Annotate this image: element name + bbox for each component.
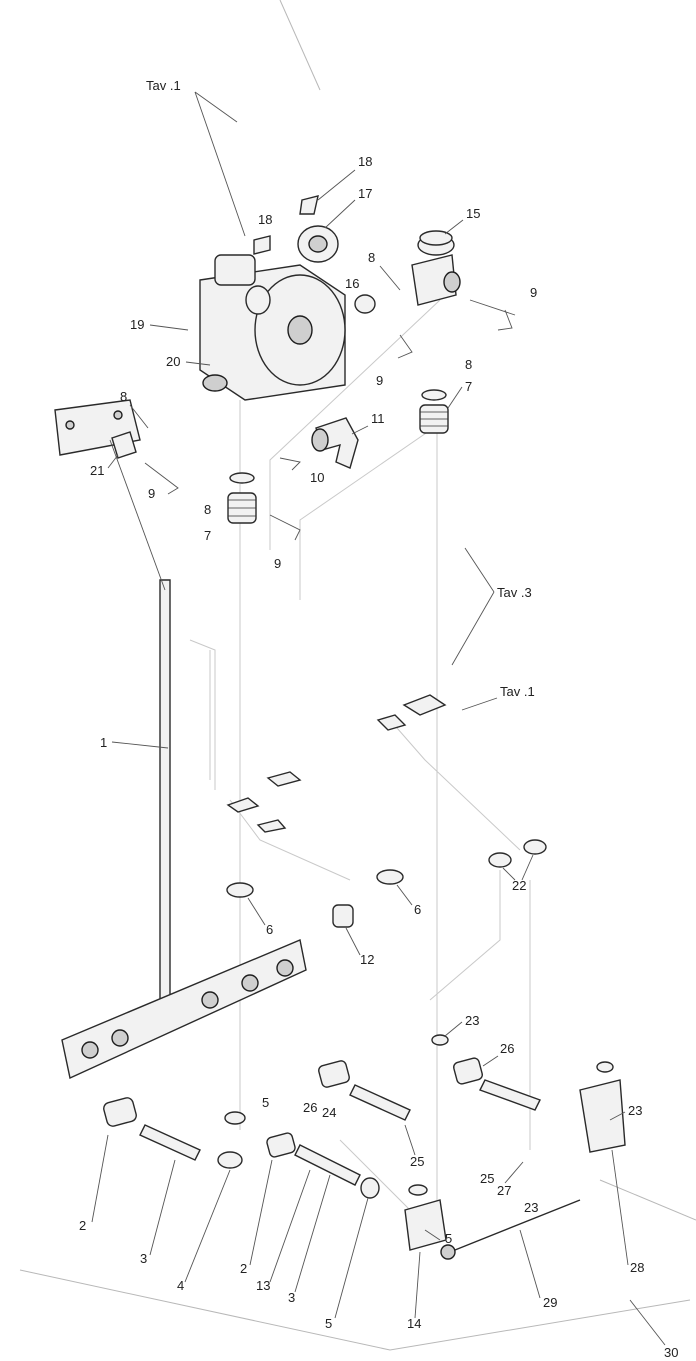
callout-5-lower: 5	[325, 1316, 332, 1331]
callout-10: 10	[310, 470, 324, 485]
callout-3-mid: 3	[288, 1290, 295, 1305]
ref-tav3: Tav .3	[497, 585, 532, 600]
callout-28: 28	[630, 1260, 644, 1275]
part-21-cap	[111, 431, 137, 459]
callout-5-mid: 5	[262, 1095, 269, 1110]
table-references: Tav .1 Tav .3 Tav .1	[146, 78, 535, 711]
callout-29: 29	[543, 1295, 557, 1310]
callout-30: 30	[664, 1345, 678, 1360]
part-callouts: 18 17 18 15 8 16 9 19 20 9 8 7 8 11 21 1…	[79, 154, 678, 1360]
callout-25-mid: 25	[410, 1154, 424, 1169]
callout-26-right: 26	[500, 1041, 514, 1056]
clamp-rings	[226, 839, 547, 898]
callout-16: 16	[345, 276, 359, 291]
part-30-connector-plate	[61, 939, 307, 1080]
callout-5-upper: 5	[445, 1231, 452, 1246]
part-16-ring	[354, 294, 376, 314]
callout-18-mid: 18	[258, 212, 272, 227]
callout-25-right: 25	[480, 1171, 494, 1186]
callout-21: 21	[90, 463, 104, 478]
callout-22: 22	[512, 878, 526, 893]
callout-8-top-right: 8	[368, 250, 375, 265]
callout-4: 4	[177, 1278, 184, 1293]
callout-1: 1	[100, 735, 107, 750]
callout-8-left: 8	[120, 389, 127, 404]
part-9-clips	[144, 309, 513, 541]
part-12-fitting	[332, 904, 354, 928]
callout-12: 12	[360, 952, 374, 967]
callout-6-right: 6	[414, 902, 421, 917]
callout-24: 24	[322, 1105, 336, 1120]
callout-2-mid: 2	[240, 1261, 247, 1276]
part-11-elbow	[311, 417, 359, 469]
callout-26-left: 26	[303, 1100, 317, 1115]
frame-lines	[19, 0, 696, 1351]
part-7-coupling-left	[227, 472, 257, 524]
callout-23-lower: 23	[524, 1200, 538, 1215]
callout-8-right: 8	[465, 357, 472, 372]
callout-3-left: 3	[140, 1251, 147, 1266]
callout-9-left: 9	[148, 486, 155, 501]
callout-18-top: 18	[358, 154, 372, 169]
callout-9-lower: 9	[274, 556, 281, 571]
seal-gaskets	[226, 694, 447, 833]
callout-13: 13	[256, 1278, 270, 1293]
part-7-coupling-right	[419, 389, 449, 434]
callout-9-right: 9	[530, 285, 537, 300]
callout-27: 27	[497, 1183, 511, 1198]
callout-7-lower: 7	[204, 528, 211, 543]
part-17-fitting	[253, 195, 339, 263]
lower-couplings	[103, 1034, 626, 1260]
callout-6-left: 6	[266, 922, 273, 937]
callout-17: 17	[358, 186, 372, 201]
callout-23-right: 23	[628, 1103, 642, 1118]
ref-tav1-mid: Tav .1	[500, 684, 535, 699]
callout-9-mid: 9	[376, 373, 383, 388]
callout-7-right: 7	[465, 379, 472, 394]
callout-20: 20	[166, 354, 180, 369]
part-15-valve	[411, 230, 516, 316]
callout-11: 11	[371, 411, 385, 426]
callout-14: 14	[407, 1316, 421, 1331]
callout-23-top: 23	[465, 1013, 479, 1028]
callout-19: 19	[130, 317, 144, 332]
ref-tav1-top: Tav .1	[146, 78, 181, 93]
callout-2-left: 2	[79, 1218, 86, 1233]
callout-8-lower: 8	[204, 502, 211, 517]
callout-15: 15	[466, 206, 480, 221]
pump-assembly	[199, 254, 346, 401]
